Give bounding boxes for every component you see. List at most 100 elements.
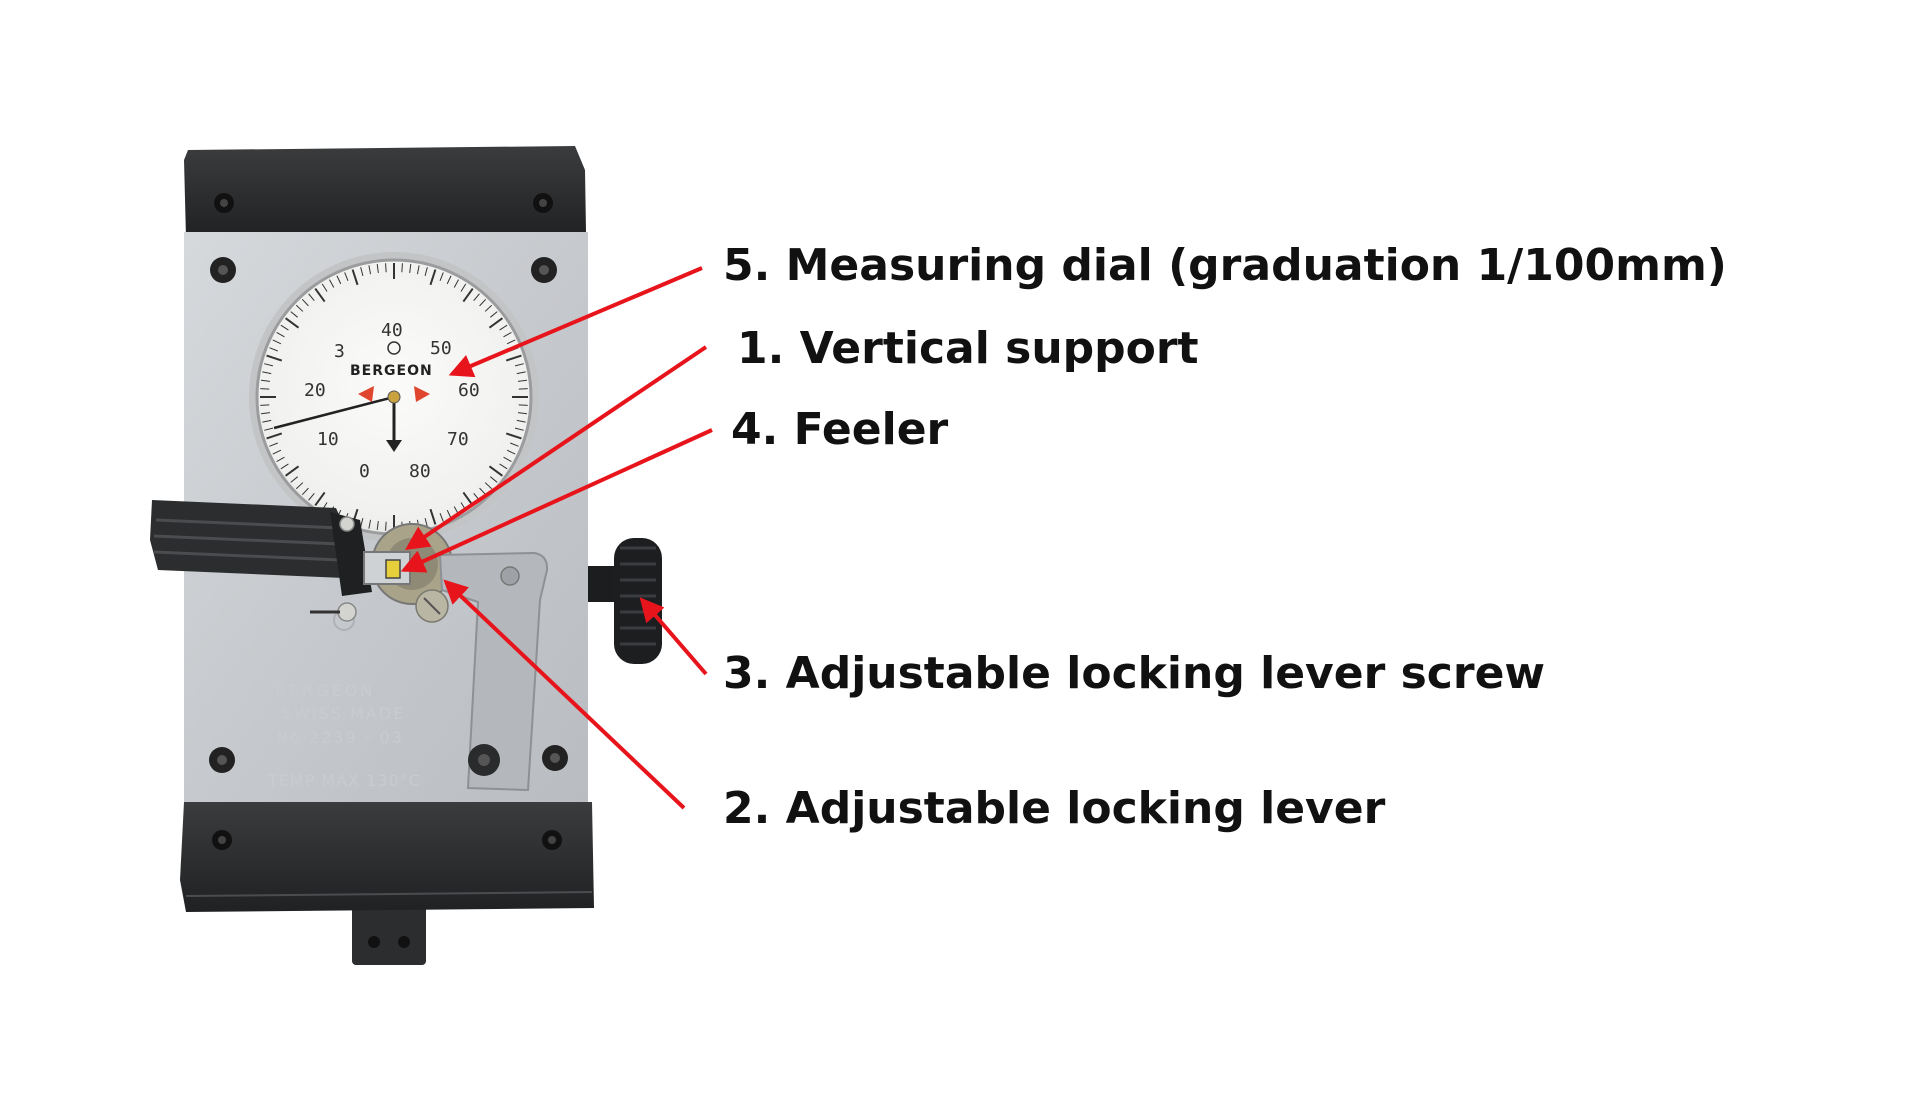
dial-tick <box>385 263 387 273</box>
dial-tick <box>409 263 412 274</box>
dial-tick <box>276 332 285 338</box>
dial-tick <box>376 520 379 531</box>
dial-tick <box>460 283 467 292</box>
dial-tick <box>276 456 285 462</box>
dial-tick <box>285 317 300 329</box>
dial-tick <box>264 363 274 367</box>
dial-tick <box>479 487 487 496</box>
leader-arrow-locking-lever <box>443 579 686 810</box>
dial-number-60: 60 <box>458 380 480 401</box>
callout-measuring-dial: 5. Measuring dial (graduation 1/100mm) <box>723 240 1727 291</box>
plate-brand-text: BERGEON <box>275 681 375 700</box>
locking-lever-screw <box>588 538 662 664</box>
dial-number-70: 70 <box>447 429 469 450</box>
dial-tick <box>272 339 282 345</box>
stand-foot <box>352 905 426 965</box>
dial-number-3: 3 <box>334 341 345 362</box>
dial-tick <box>518 404 528 406</box>
dial-tick <box>336 275 342 285</box>
dial-tick <box>484 304 493 312</box>
dial-tick <box>424 517 428 527</box>
dial-tick <box>308 293 315 302</box>
dial-tick <box>489 476 498 483</box>
dial-number-80: 80 <box>409 461 431 482</box>
dial-tick <box>329 279 335 288</box>
dial-tick <box>488 317 503 329</box>
dial-tick <box>290 311 299 318</box>
dial-tick <box>269 347 278 352</box>
dial-needle <box>273 395 395 430</box>
callout-locking-lever: 2. Adjustable locking lever <box>723 783 1386 834</box>
dial-tick <box>517 412 528 415</box>
dial-tick <box>351 269 359 286</box>
dial-tick <box>510 442 519 447</box>
dial-tick <box>260 412 271 415</box>
dial-tick <box>280 463 289 470</box>
dial-tick <box>266 432 283 440</box>
dial-tick <box>260 388 270 390</box>
dial-tick <box>499 463 508 470</box>
dial-tick <box>401 263 403 273</box>
dial-brand-text: BERGEON <box>350 363 433 379</box>
callout-feeler: 4. Feeler <box>731 404 949 455</box>
dial-tick <box>424 267 428 277</box>
dial-tick <box>446 275 452 285</box>
dial-needle-tail-tip <box>386 440 402 452</box>
dial-tick <box>429 508 437 525</box>
bottom-rail <box>180 802 594 912</box>
dial-tick <box>518 388 528 390</box>
callout-vertical-support: 1. Vertical support <box>737 323 1199 374</box>
stand-screw <box>398 936 410 948</box>
dial-tick <box>462 288 474 303</box>
dial-tick <box>262 371 272 375</box>
plate-model-text: No 2239 - 03 <box>276 728 404 747</box>
leader-arrow-feeler <box>400 428 713 573</box>
dial-tick <box>321 283 328 292</box>
dial-tick <box>505 354 522 362</box>
dial-tick <box>439 272 444 281</box>
dial-tick <box>314 288 326 303</box>
dial-tick <box>506 339 516 345</box>
stand-screw <box>368 936 380 948</box>
leader-arrow-measuring-dial <box>448 266 703 378</box>
dial-tick <box>416 265 420 275</box>
dial-tick <box>368 519 372 529</box>
dial-number-10: 10 <box>317 429 339 450</box>
dial-number-20: 20 <box>304 380 326 401</box>
dial-tick <box>517 379 528 382</box>
dial-tick <box>272 449 282 455</box>
dial-tick <box>360 517 364 527</box>
dial-tick <box>260 404 270 406</box>
dial-tick <box>516 371 526 375</box>
dial-tick <box>514 427 524 431</box>
dial-tick <box>473 293 480 302</box>
dial-ticks <box>260 263 528 531</box>
plate-temp-text: TEMP MAX 130°C <box>267 771 421 790</box>
dial-tick <box>264 427 274 431</box>
leader-arrow-locking-lever-screw <box>639 597 708 676</box>
dial-tick <box>269 442 278 447</box>
dial-tick <box>503 332 512 338</box>
dial-tick <box>488 465 503 477</box>
dial-tick <box>344 272 349 281</box>
dial-tick <box>439 513 444 522</box>
dial-tick <box>266 354 283 362</box>
leader-arrow-vertical-support <box>405 345 708 551</box>
callout-locking-lever-screw: 3. Adjustable locking lever screw <box>723 648 1546 699</box>
dial-tick <box>516 419 526 423</box>
dial-tick <box>453 279 459 288</box>
dial-tick <box>314 491 326 506</box>
dial-center-cap <box>387 390 401 404</box>
dial-tick <box>446 509 452 519</box>
dial-tick <box>295 304 304 312</box>
dial-number-0: 0 <box>359 461 370 482</box>
dial-tick <box>262 419 272 423</box>
dial-tick <box>368 265 372 275</box>
dial-tick <box>260 379 271 382</box>
dial-tick <box>429 269 437 286</box>
dial-tick <box>295 482 304 490</box>
dial-tick <box>514 363 524 367</box>
measuring-dial: 40 50 3 20 60 10 70 0 80 BERGEON <box>249 252 539 542</box>
dial-marker-right <box>414 386 430 402</box>
top-rail <box>184 146 586 238</box>
